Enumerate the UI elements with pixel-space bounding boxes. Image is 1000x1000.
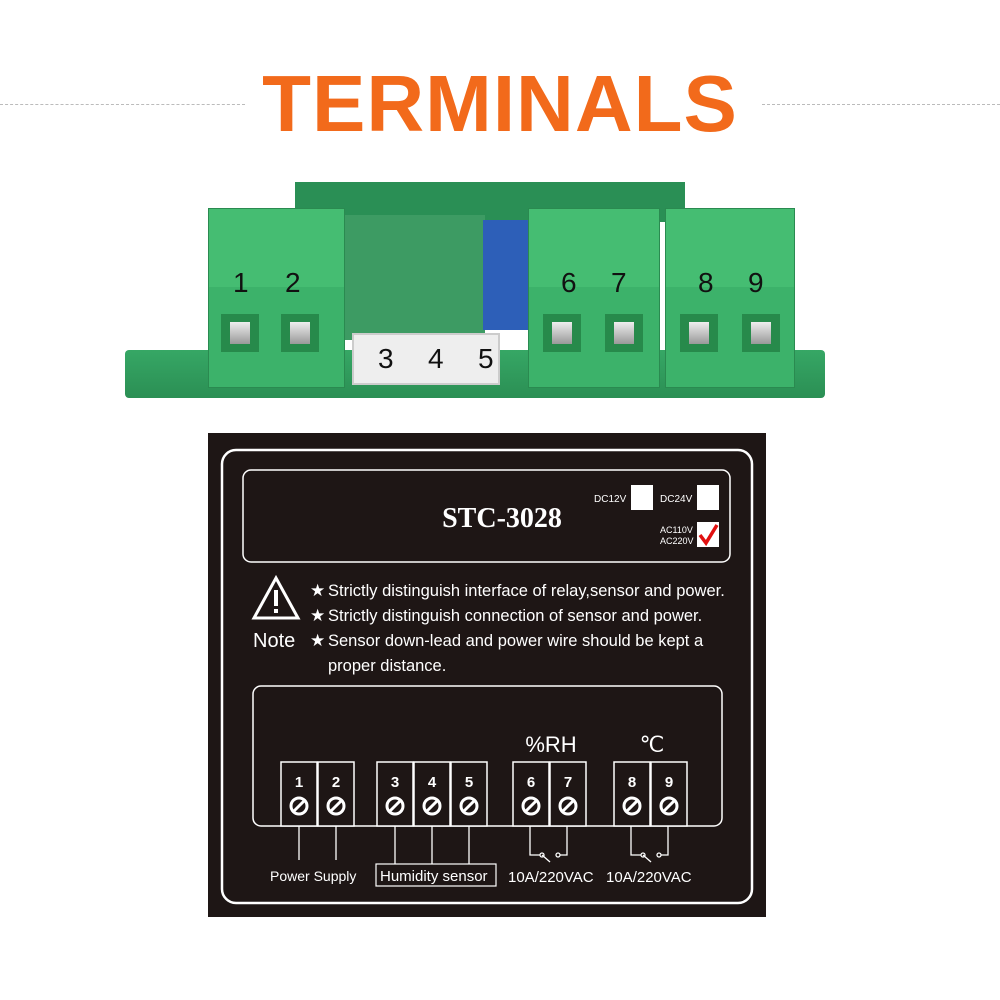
terminal-block-1-2: 1 2: [208, 208, 345, 388]
screw-icon: [659, 796, 679, 816]
screw-icon: [281, 314, 319, 352]
terminal-7: [549, 761, 587, 827]
terminal-number: 4: [428, 343, 444, 374]
star-icon: ★: [310, 631, 325, 650]
screw-slot: [523, 798, 539, 814]
screw-icon: [558, 796, 578, 816]
note-line: Strictly distinguish interface of relay,…: [328, 582, 725, 600]
terminal-5: [450, 761, 488, 827]
screw-icon: [605, 314, 643, 352]
relay-symbols: [529, 826, 669, 863]
terminal-number: 4: [428, 774, 437, 791]
screw-slot: [624, 798, 640, 814]
screw-slot: [291, 798, 307, 814]
screw-icon: [459, 796, 479, 816]
option-ac220v: AC220V: [660, 536, 694, 546]
warning-icon: [251, 574, 301, 620]
checkbox-dc24v: [697, 485, 719, 510]
sensor-connector: 3 4 5: [352, 333, 500, 385]
terminal-number: 7: [564, 774, 572, 791]
screw-slot: [461, 798, 477, 814]
terminal-9: [650, 761, 688, 827]
terminal-number: 5: [465, 774, 473, 791]
screw-slot: [560, 798, 576, 814]
screw-icon: [680, 314, 718, 352]
divider-right: [762, 104, 1000, 105]
terminal-3: [376, 761, 414, 827]
note-label: Note: [253, 630, 295, 652]
terminal-number: 6: [561, 267, 577, 298]
page-title: TERMINALS: [262, 59, 738, 148]
option-ac110v: AC110V: [660, 525, 693, 535]
humidity-sensor-label: Humidity sensor: [380, 868, 488, 885]
note-line: Strictly distinguish connection of senso…: [328, 607, 702, 625]
terminal-number: 2: [332, 774, 340, 791]
option-dc24v: DC24V: [660, 494, 693, 505]
rh-label: %RH: [525, 732, 576, 757]
terminal-1: [280, 761, 318, 827]
screw-icon: [422, 796, 442, 816]
terminal-number: 2: [285, 267, 301, 298]
terminal-number: 9: [748, 267, 764, 298]
screw-slot: [661, 798, 677, 814]
star-icon: ★: [310, 581, 325, 600]
divider-left: [0, 104, 245, 105]
screw-icon: [622, 796, 642, 816]
blue-component: [483, 220, 530, 330]
screw-icon: [221, 314, 259, 352]
checkbox-dc12v: [631, 485, 653, 510]
terminal-number: 3: [391, 774, 399, 791]
terminal-number: 8: [698, 267, 714, 298]
terminal-number: 6: [527, 774, 535, 791]
pcb-components: [345, 215, 485, 340]
terminal-number: 7: [611, 267, 627, 298]
screw-icon: [742, 314, 780, 352]
terminal-group: 1 2 3 4 5 6 7 8 9: [280, 761, 688, 864]
terminal-6: [512, 761, 550, 827]
terminal-2: [317, 761, 355, 827]
relay-temp-rating: 10A/220VAC: [606, 869, 692, 886]
screw-icon: [289, 796, 309, 816]
note-line: proper distance.: [328, 657, 446, 675]
relay-rh-rating: 10A/220VAC: [508, 869, 594, 886]
star-icon: ★: [310, 606, 325, 625]
note-line: Sensor down-lead and power wire should b…: [328, 632, 704, 650]
screw-icon: [385, 796, 405, 816]
terminal-number: 3: [378, 343, 394, 374]
screw-slot: [424, 798, 440, 814]
option-dc12v: DC12V: [594, 494, 627, 505]
temp-label: ℃: [640, 732, 665, 757]
terminal-block-8-9: 8 9: [665, 208, 795, 388]
terminal-number: 8: [628, 774, 636, 791]
terminal-number: 5: [478, 343, 494, 374]
terminal-number: 1: [233, 267, 249, 298]
power-supply-label: Power Supply: [270, 868, 356, 884]
screw-icon: [543, 314, 581, 352]
terminal-number: 1: [295, 774, 303, 791]
screw-slot: [328, 798, 344, 814]
model-name: STC-3028: [442, 503, 562, 534]
terminal-number: 9: [665, 774, 673, 791]
screw-slot: [387, 798, 403, 814]
terminal-4: [413, 761, 451, 827]
screw-icon: [521, 796, 541, 816]
checkmark-icon: [698, 524, 719, 547]
screw-icon: [326, 796, 346, 816]
terminal-block-6-7: 6 7: [528, 208, 660, 388]
terminal-8: [613, 761, 651, 827]
